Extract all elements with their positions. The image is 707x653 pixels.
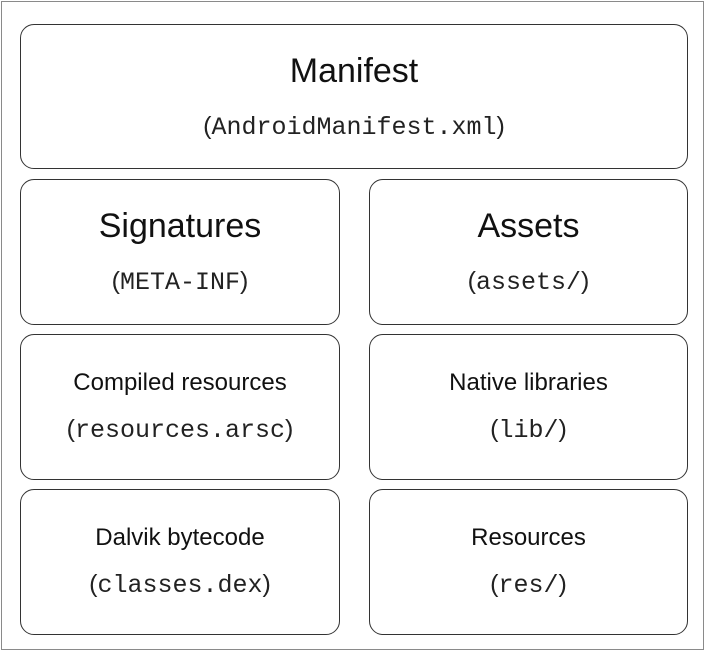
resources-path: (res/) — [490, 570, 567, 600]
assets-box: Assets (assets/) — [369, 179, 688, 325]
manifest-path: (AndroidManifest.xml) — [203, 111, 505, 142]
signatures-path: (META-INF) — [111, 267, 249, 297]
native-libraries-path-text: lib/ — [498, 416, 559, 445]
manifest-box: Manifest (AndroidManifest.xml) — [20, 24, 688, 169]
compiled-resources-title: Compiled resources — [73, 369, 287, 396]
native-libraries-box: Native libraries (lib/) — [369, 334, 688, 480]
signatures-path-text: META-INF — [119, 268, 241, 297]
native-libraries-path: (lib/) — [490, 415, 567, 445]
compiled-resources-path-text: resources.arsc — [74, 416, 286, 445]
dalvik-bytecode-box: Dalvik bytecode (classes.dex) — [20, 489, 340, 635]
signatures-box: Signatures (META-INF) — [20, 179, 340, 325]
assets-title: Assets — [477, 207, 580, 245]
native-libraries-title: Native libraries — [449, 369, 608, 396]
dalvik-bytecode-path-text: classes.dex — [97, 571, 263, 600]
assets-path: (assets/) — [467, 267, 590, 297]
signatures-title: Signatures — [98, 207, 262, 245]
compiled-resources-box: Compiled resources (resources.arsc) — [20, 334, 340, 480]
dalvik-bytecode-title: Dalvik bytecode — [95, 524, 265, 551]
dalvik-bytecode-path: (classes.dex) — [89, 570, 271, 600]
resources-title: Resources — [471, 524, 586, 551]
manifest-title: Manifest — [289, 51, 419, 90]
assets-path-text: assets/ — [475, 268, 582, 297]
compiled-resources-path: (resources.arsc) — [66, 415, 294, 445]
resources-path-text: res/ — [498, 571, 559, 600]
manifest-path-text: AndroidManifest.xml — [211, 112, 497, 142]
resources-box: Resources (res/) — [369, 489, 688, 635]
